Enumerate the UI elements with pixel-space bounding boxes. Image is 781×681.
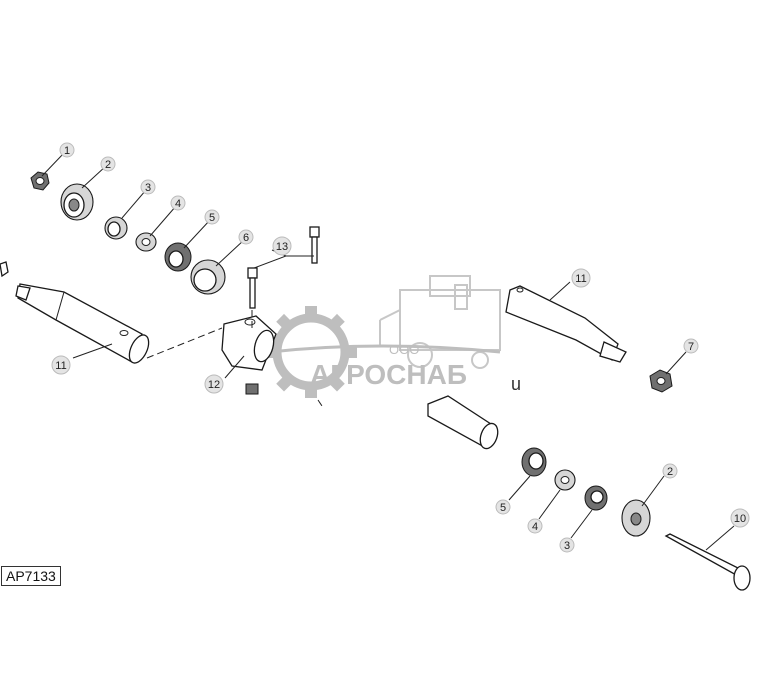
part-5-bearing (164, 242, 192, 272)
callout-4: 4 (170, 195, 186, 211)
watermark-company-name: АГРОСНАБ (310, 359, 467, 390)
part-2-seal (60, 183, 94, 221)
callout-6: 6 (238, 229, 254, 245)
callout-13: 13 (272, 236, 292, 256)
callout-3-right: 3 (559, 537, 575, 553)
part-4-washer-right (554, 469, 576, 491)
part-3-ring (104, 216, 128, 240)
part-12-housing (221, 315, 277, 371)
callout-2-right: 2 (662, 463, 678, 479)
callout-2: 2 (100, 156, 116, 172)
svg-text:5: 5 (209, 212, 215, 224)
callout-4-right: 4 (527, 518, 543, 534)
callout-12: 12 (204, 374, 224, 394)
callout-7: 7 (683, 338, 699, 354)
part-3-ring-right (584, 485, 608, 511)
part-1-nut (30, 171, 50, 191)
watermark-harvester-icon (379, 275, 501, 369)
svg-text:10: 10 (734, 513, 746, 525)
svg-text:2: 2 (667, 466, 673, 478)
callout-11-left: 11 (51, 355, 71, 375)
svg-text:12: 12 (208, 379, 220, 391)
svg-text:3: 3 (145, 182, 151, 194)
svg-text:4: 4 (532, 521, 538, 533)
watermark-prefix: ООО (389, 342, 419, 357)
svg-text:6: 6 (243, 232, 249, 244)
svg-text:11: 11 (55, 360, 66, 372)
part-11-shaft-right (505, 285, 627, 363)
svg-text:13: 13 (276, 241, 288, 253)
svg-text:7: 7 (688, 341, 694, 353)
svg-text:2: 2 (105, 159, 111, 171)
svg-text:4: 4 (175, 198, 181, 210)
svg-text:3: 3 (564, 540, 570, 552)
callout-3: 3 (140, 179, 156, 195)
part-11-shaft-left (0, 261, 150, 364)
svg-text:5: 5 (500, 502, 506, 514)
part-2-seal-right (621, 499, 651, 537)
part-5-bearing-right (521, 447, 547, 477)
stray-character: u (511, 374, 521, 394)
part-6-bearing-cup (190, 259, 226, 295)
svg-text:11: 11 (575, 273, 586, 285)
part-4-washer (135, 232, 157, 252)
part-13-bolt (245, 226, 320, 395)
callout-10: 10 (730, 508, 750, 528)
callout-5: 5 (204, 209, 220, 225)
callout-1: 1 (59, 142, 75, 158)
drawing-id-label: AP7133 (1, 566, 61, 586)
callout-5-right: 5 (495, 499, 511, 515)
callout-11-right: 11 (571, 268, 591, 288)
part-tube (427, 395, 499, 450)
part-10-long-bolt (664, 533, 751, 591)
svg-text:1: 1 (64, 145, 70, 157)
part-7-nut (649, 369, 673, 393)
callout-leaders (41, 152, 735, 551)
watermark-logo: ООО АГРОСНАБ (265, 275, 501, 398)
